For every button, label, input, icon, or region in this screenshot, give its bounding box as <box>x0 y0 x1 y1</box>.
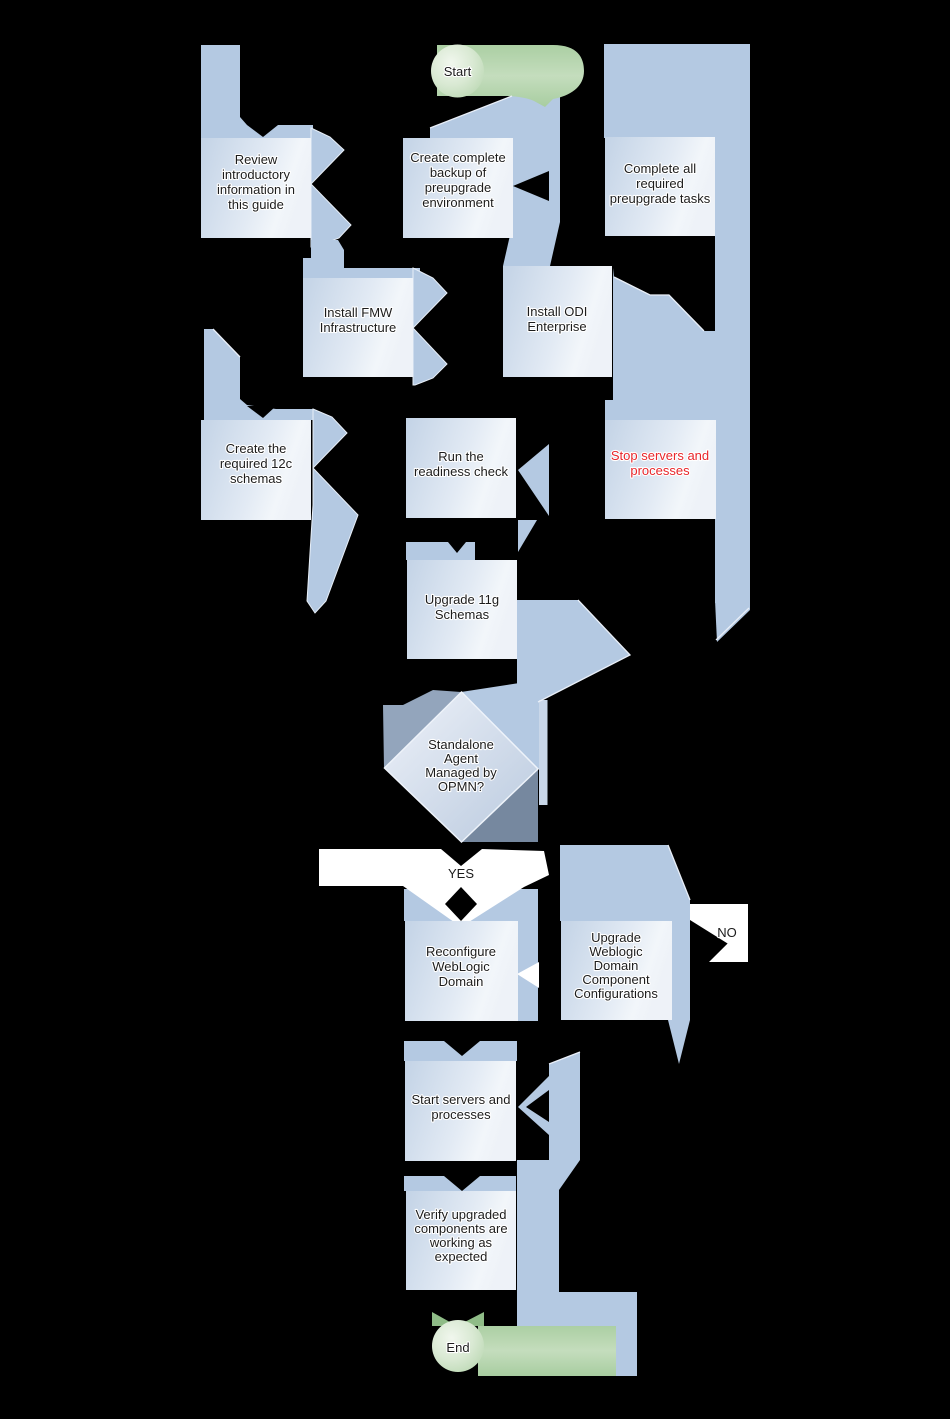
svg-text:backup of: backup of <box>430 165 487 180</box>
svg-text:preupgrade: preupgrade <box>425 180 492 195</box>
svg-text:Stop servers and: Stop servers and <box>611 448 709 463</box>
svg-text:Managed by: Managed by <box>425 765 497 780</box>
svg-text:Configurations: Configurations <box>574 986 658 1001</box>
svg-text:Domain: Domain <box>439 974 484 989</box>
svg-text:NO: NO <box>717 925 737 940</box>
svg-text:Upgrade: Upgrade <box>591 930 641 945</box>
svg-text:Create complete: Create complete <box>410 150 505 165</box>
svg-text:Install ODI: Install ODI <box>527 304 588 319</box>
svg-text:components are: components are <box>414 1221 507 1236</box>
svg-text:processes: processes <box>431 1107 491 1122</box>
svg-text:Start servers and: Start servers and <box>412 1092 511 1107</box>
svg-text:Review: Review <box>235 152 278 167</box>
svg-text:Component: Component <box>582 972 650 987</box>
svg-text:Infrastructure: Infrastructure <box>320 320 397 335</box>
svg-text:Complete all: Complete all <box>624 161 696 176</box>
svg-text:Upgrade 11g: Upgrade 11g <box>425 592 499 607</box>
svg-text:introductory: introductory <box>222 167 290 182</box>
svg-text:environment: environment <box>422 195 494 210</box>
svg-text:Standalone: Standalone <box>428 737 494 752</box>
svg-text:Schemas: Schemas <box>435 607 490 622</box>
svg-text:WebLogic: WebLogic <box>432 959 490 974</box>
svg-text:Install FMW: Install FMW <box>324 305 393 320</box>
svg-text:OPMN?: OPMN? <box>438 779 484 794</box>
svg-text:schemas: schemas <box>230 471 283 486</box>
svg-text:required 12c: required 12c <box>220 456 293 471</box>
svg-text:Start: Start <box>444 64 472 79</box>
svg-text:preupgrade tasks: preupgrade tasks <box>610 191 711 206</box>
svg-text:Verify upgraded: Verify upgraded <box>415 1207 506 1222</box>
svg-text:processes: processes <box>630 463 690 478</box>
svg-text:YES: YES <box>448 866 474 881</box>
svg-text:information in: information in <box>217 182 295 197</box>
svg-text:Reconfigure: Reconfigure <box>426 944 496 959</box>
svg-text:expected: expected <box>435 1249 488 1264</box>
svg-text:readiness check: readiness check <box>414 464 508 479</box>
svg-text:Create the: Create the <box>226 441 287 456</box>
svg-text:Agent: Agent <box>444 751 478 766</box>
svg-text:working as: working as <box>429 1235 493 1250</box>
svg-text:Enterprise: Enterprise <box>527 319 586 334</box>
svg-text:End: End <box>446 1340 469 1355</box>
svg-text:required: required <box>636 176 684 191</box>
svg-text:Run the: Run the <box>438 449 484 464</box>
svg-text:Weblogic: Weblogic <box>589 944 643 959</box>
svg-text:Domain: Domain <box>594 958 639 973</box>
svg-text:this guide: this guide <box>228 197 284 212</box>
